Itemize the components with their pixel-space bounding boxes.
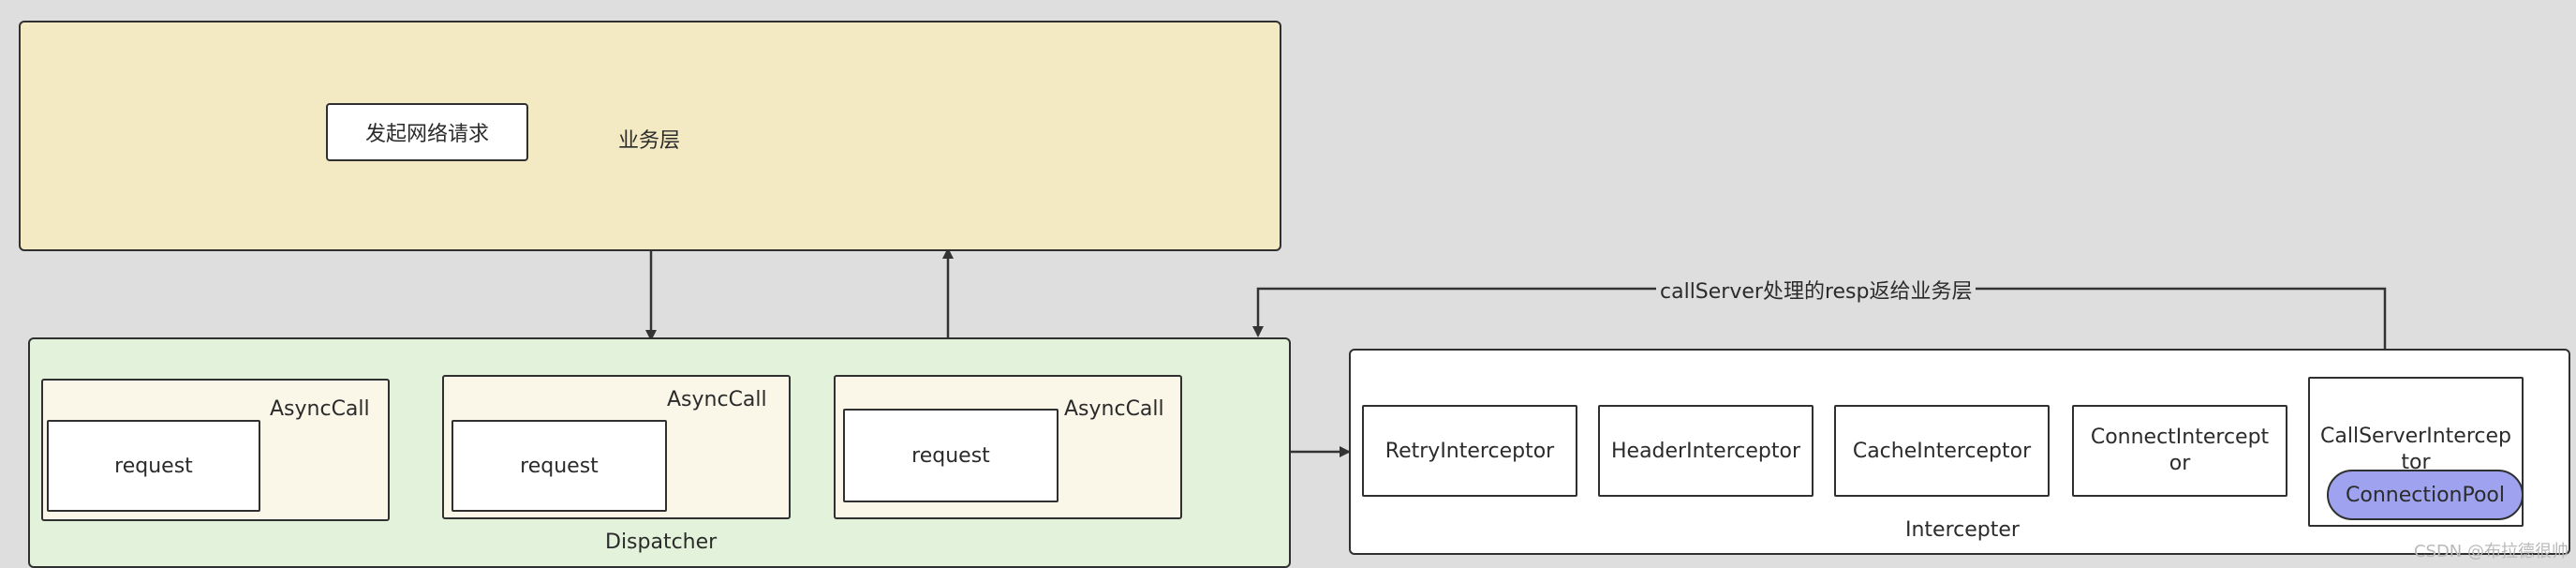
request-box-3: request xyxy=(843,409,1059,502)
request-label-2: request xyxy=(520,454,599,478)
connection-pool-pill: ConnectionPool xyxy=(2327,470,2524,520)
async-call-label-1: AsyncCall xyxy=(270,397,370,421)
request-label-1: request xyxy=(114,454,193,478)
header-interceptor-box: HeaderInterceptor xyxy=(1598,405,1814,497)
business-layer-box xyxy=(19,21,1281,251)
dispatcher-label: Dispatcher xyxy=(605,531,718,554)
connection-pool-label: ConnectionPool xyxy=(2346,483,2505,507)
cache-interceptor-label: CacheInterceptor xyxy=(1852,439,2032,463)
async-call-label-3: AsyncCall xyxy=(1064,397,1164,421)
initiate-request-label: 发起网络请求 xyxy=(364,123,489,146)
cache-interceptor-box: CacheInterceptor xyxy=(1834,405,2050,497)
request-box-2: request xyxy=(452,420,667,512)
retry-interceptor-box: RetryInterceptor xyxy=(1362,405,1577,497)
request-box-1: request xyxy=(47,420,260,512)
callserver-interceptor-text: CallServerIntercep tor xyxy=(2310,424,2522,480)
request-label-3: request xyxy=(911,443,990,468)
retry-interceptor-label: RetryInterceptor xyxy=(1384,439,1555,463)
watermark-text: CSDN @布拉德很帅 xyxy=(2413,542,2569,561)
async-call-label-2: AsyncCall xyxy=(667,388,767,411)
business-layer-label: 业务层 xyxy=(618,129,681,153)
initiate-request-box[interactable]: 发起网络请求 xyxy=(326,103,528,161)
header-interceptor-label: HeaderInterceptor xyxy=(1611,439,1800,463)
intercepter-label: Intercepter xyxy=(1905,518,2020,542)
callserver-interceptor-label: CallServerIntercep tor xyxy=(2320,425,2511,474)
return-arrow-label: callServer处理的resp返给业务层 xyxy=(1656,275,1976,305)
connect-interceptor-box: ConnectIntercept or xyxy=(2072,405,2287,497)
connect-interceptor-label: ConnectIntercept or xyxy=(2090,426,2270,475)
